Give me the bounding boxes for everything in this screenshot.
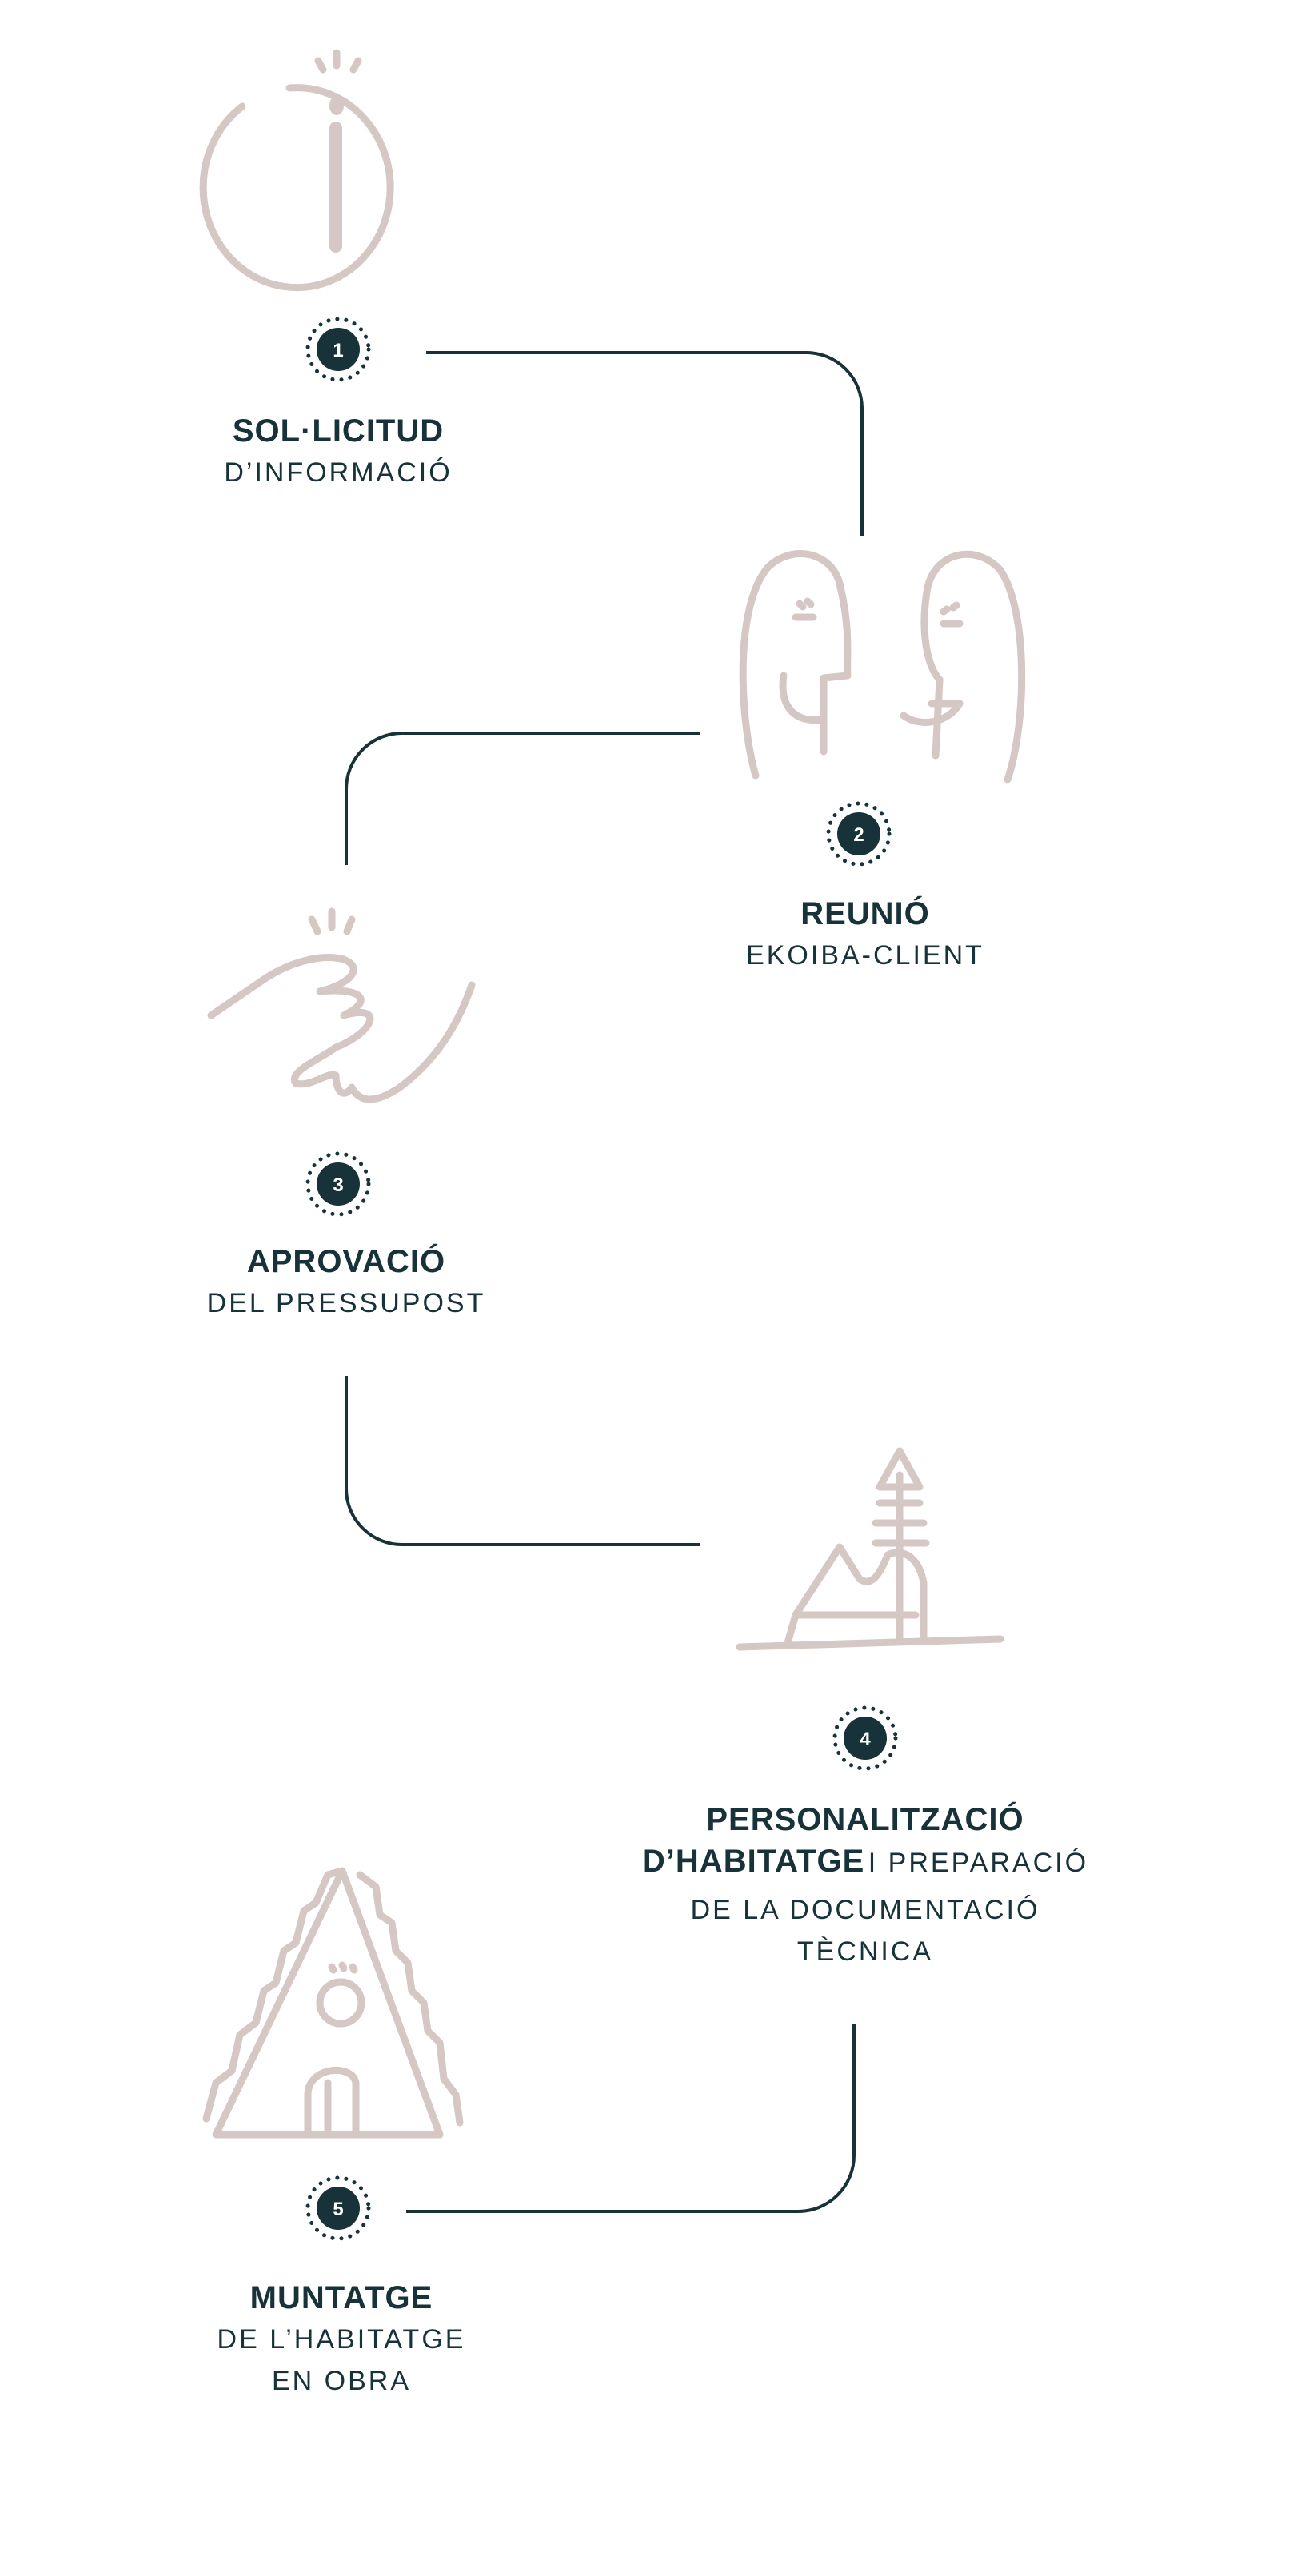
step-badge-4: 4 xyxy=(832,1705,898,1771)
step-title: REUNIÓ xyxy=(800,896,930,931)
step-1-label: SOL·LICITUD D’INFORMACIÓ xyxy=(224,410,452,493)
step-badge-5: 5 xyxy=(305,2175,371,2241)
step-subtitle: EN OBRA xyxy=(271,2366,412,2396)
step-title-continued: D’HABITATGE xyxy=(641,1844,865,1879)
step-title: SOL·LICITUD xyxy=(232,413,445,449)
mountain-tree-icon xyxy=(736,1447,1004,1651)
step-subtitle: DE L’HABITATGE xyxy=(217,2324,466,2355)
step-subtitle-inline: I PREPARACIÓ xyxy=(868,1848,1089,1878)
step-subtitle: TÈCNICA xyxy=(796,1936,934,1967)
step-badge-1: 1 xyxy=(305,317,371,382)
step-4-label: PERSONALITZACIÓ D’HABITATGE I PREPARACIÓ… xyxy=(642,1799,1088,1972)
a-frame-house-icon xyxy=(202,1867,464,2139)
connector-1-2 xyxy=(426,351,864,536)
step-number: 3 xyxy=(333,1174,343,1196)
step-2-label: REUNIÓ EKOIBA-CLIENT xyxy=(746,893,984,976)
connector-3-4 xyxy=(345,1376,700,1546)
step-subtitle: D’INFORMACIÓ xyxy=(224,457,453,488)
handshake-icon xyxy=(207,907,476,1103)
step-badge-2: 2 xyxy=(826,801,892,867)
step-subtitle: EKOIBA-CLIENT xyxy=(746,940,984,971)
step-number: 5 xyxy=(333,2199,343,2220)
step-title: MUNTATGE xyxy=(249,2280,433,2315)
connector-4-5 xyxy=(406,2024,856,2213)
connector-2-3 xyxy=(345,732,700,865)
info-icon xyxy=(199,49,394,292)
step-number: 4 xyxy=(860,1729,871,1750)
step-5-label: MUNTATGE DE L’HABITATGE EN OBRA xyxy=(217,2277,466,2402)
step-badge-3: 3 xyxy=(305,1151,371,1217)
step-3-label: APROVACIÓ DEL PRESSUPOST xyxy=(207,1241,486,1324)
step-title-line2: D’HABITATGE I PREPARACIÓ xyxy=(642,1840,1088,1889)
step-title: APROVACIÓ xyxy=(246,1244,446,1279)
step-number: 2 xyxy=(853,824,864,846)
meeting-faces-icon xyxy=(739,550,1026,784)
step-title: PERSONALITZACIÓ xyxy=(706,1802,1024,1837)
step-subtitle: DE LA DOCUMENTACIÓ xyxy=(690,1895,1040,1925)
step-subtitle: DEL PRESSUPOST xyxy=(206,1288,486,1318)
step-number: 1 xyxy=(333,340,343,361)
